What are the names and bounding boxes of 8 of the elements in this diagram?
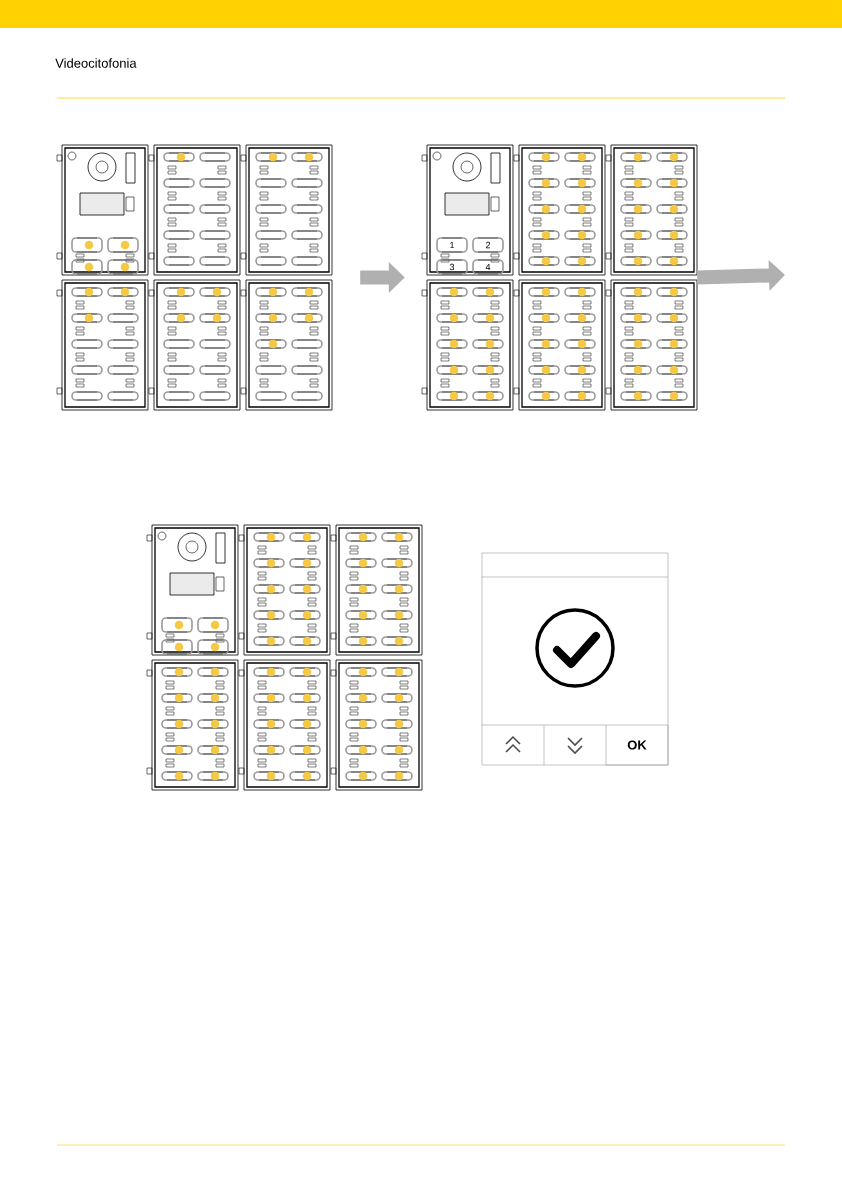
button-number: 4: [485, 263, 491, 271]
header-text: Videocitofonia: [55, 58, 137, 68]
panel-drawing: [56, 144, 333, 411]
panel-drawing: [421, 144, 698, 411]
ok-button: OK: [605, 724, 669, 766]
button-number: 1: [450, 241, 455, 249]
button-number: 2: [485, 241, 491, 249]
button-number: 3: [449, 263, 455, 271]
